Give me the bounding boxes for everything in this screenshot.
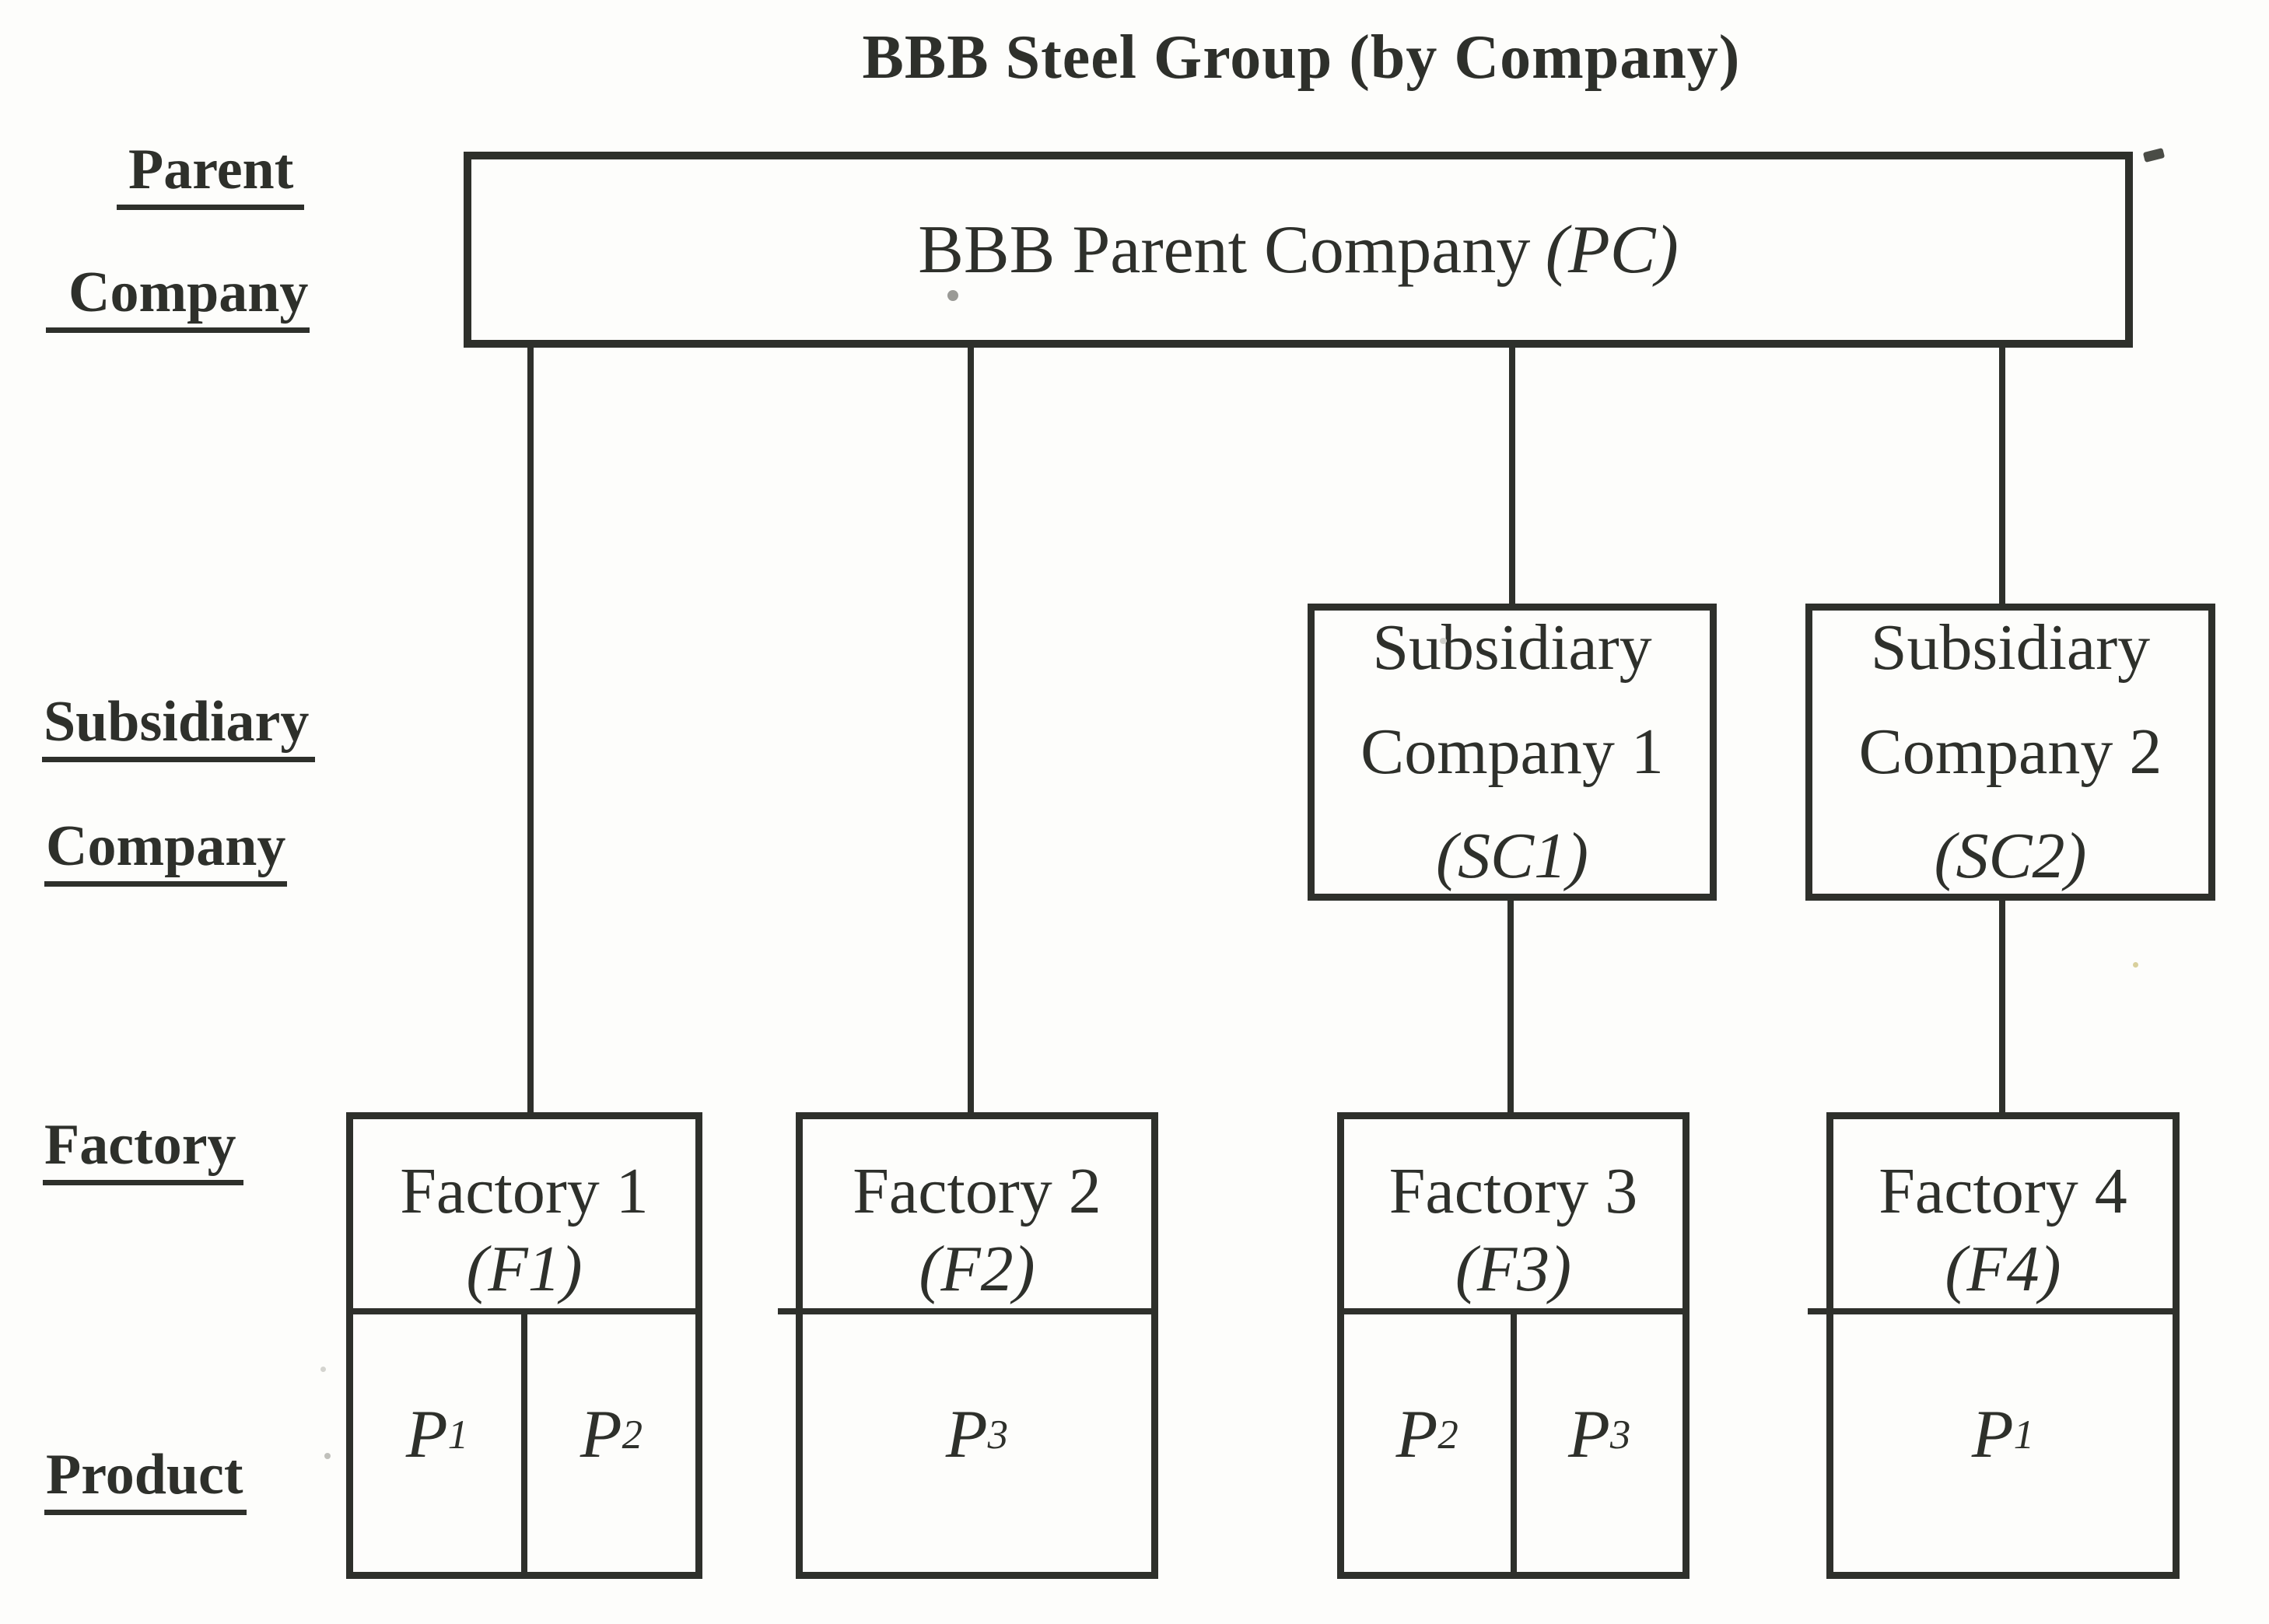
factory-2-divider (803, 1308, 1151, 1314)
connector-parent-to-subsidiary1 (1509, 346, 1515, 605)
scan-speck (1440, 638, 1447, 644)
parent-company-box: BBB Parent Company (PC) (464, 152, 2133, 348)
subsidiary-2-code: (SC2) (1934, 820, 2087, 892)
factory-2-name: Factory 2 (853, 1155, 1101, 1227)
scan-speck (320, 1367, 326, 1372)
scan-divider-overhang-f4 (1808, 1308, 1830, 1314)
factory-4-header: Factory 4 (F4) (1833, 1119, 2173, 1308)
parent-company-name: BBB Parent Company (918, 212, 1531, 288)
factory-1-code: (F1) (466, 1233, 583, 1305)
factory-1-product-divider (521, 1314, 527, 1572)
scan-speck (2142, 148, 2166, 163)
subsidiary-company-1-box: Subsidiary Company 1 (SC1) (1308, 604, 1717, 901)
connector-parent-to-factory2 (968, 346, 974, 1114)
factory-2-header: Factory 2 (F2) (803, 1119, 1151, 1308)
subsidiary-1-name-line1: Subsidiary (1372, 611, 1652, 684)
factory-3-header: Factory 3 (F3) (1344, 1119, 1682, 1308)
factory-3-divider (1344, 1308, 1682, 1314)
factory-3-code: (F3) (1455, 1233, 1572, 1305)
factory-4-divider (1833, 1308, 2173, 1314)
parent-company-code: (PC) (1545, 212, 1679, 288)
factory-4-name: Factory 4 (1879, 1155, 2127, 1227)
factory-1-divider (353, 1308, 695, 1314)
factory-1-name: Factory 1 (400, 1155, 649, 1227)
scan-speck (2133, 962, 2138, 968)
subsidiary-1-code: (SC1) (1436, 820, 1588, 892)
scan-speck (947, 290, 958, 301)
row-label-subsidiary-line2: Company (44, 817, 288, 887)
connector-parent-to-subsidiary2 (1999, 346, 2005, 605)
row-label-factory: Factory (43, 1116, 243, 1185)
subsidiary-2-name-line1: Subsidiary (1870, 611, 2151, 684)
connector-subsidiary2-to-factory4 (1999, 899, 2005, 1114)
scan-speck (324, 1453, 331, 1459)
diagram-title: BBB Steel Group (by Company) (862, 23, 1741, 92)
row-label-subsidiary-line1: Subsidiary (42, 693, 316, 762)
subsidiary-2-name-line2: Company 2 (1858, 716, 2162, 788)
factory-3-product-divider (1510, 1314, 1517, 1572)
factory-2-code: (F2) (919, 1233, 1035, 1305)
connector-parent-to-factory1 (527, 346, 534, 1114)
factory-4-code: (F4) (1945, 1233, 2061, 1305)
row-label-parent-line2: Company (46, 264, 310, 333)
connector-subsidiary1-to-factory3 (1507, 899, 1514, 1114)
row-label-parent-line1: Parent (117, 141, 305, 210)
factory-1-header: Factory 1 (F1) (353, 1119, 695, 1308)
subsidiary-1-name-line2: Company 1 (1360, 716, 1664, 788)
factory-3-name: Factory 3 (1388, 1155, 1638, 1227)
scan-divider-overhang-f2 (778, 1308, 798, 1314)
row-label-product: Product (44, 1446, 247, 1515)
subsidiary-company-2-box: Subsidiary Company 2 (SC2) (1805, 604, 2215, 901)
